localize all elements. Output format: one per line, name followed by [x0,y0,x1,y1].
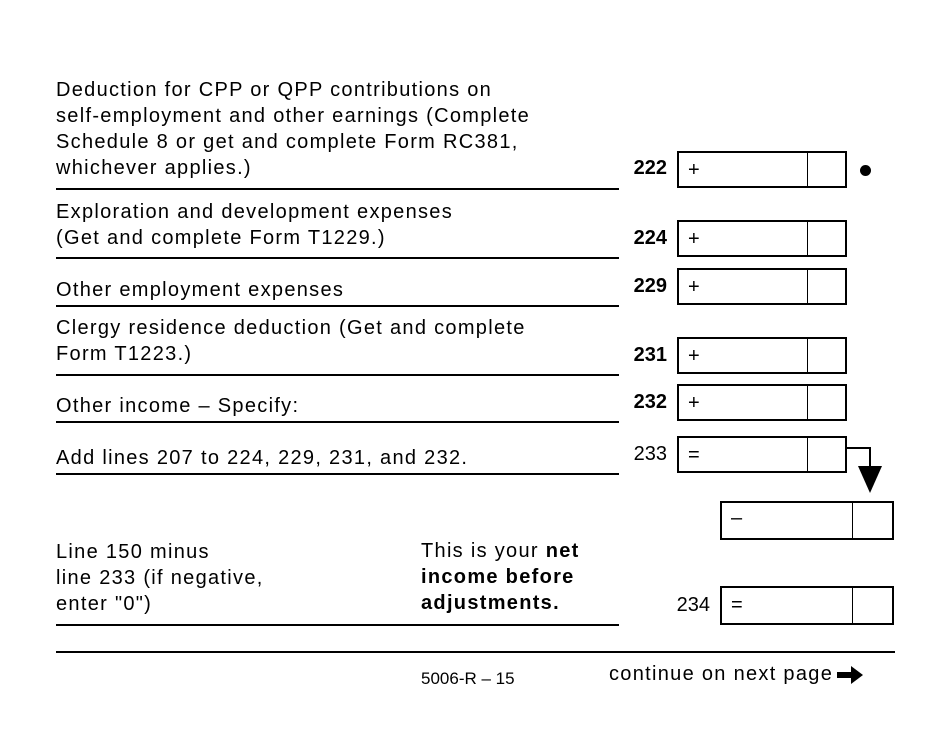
desc-line: (Get and complete Form T1229.) [56,227,386,249]
line-number-233: 233 [633,443,667,465]
line-233-total-field[interactable]: = [677,436,847,473]
plus-sign: + [688,276,700,298]
note-text: This is your [421,540,546,562]
note-bold-text: income before [421,566,575,588]
cents-divider [852,588,853,623]
cents-divider [807,222,808,255]
cents-divider [807,339,808,372]
cents-divider [807,386,808,419]
line-229-amount-field[interactable]: + [677,268,847,305]
desc-line: whichever applies.) [56,157,252,179]
desc-line: Other employment expenses [56,279,345,301]
line-number-229: 229 [633,275,667,297]
desc-line: Add lines 207 to 224, 229, 231, and 232. [56,447,469,469]
line-number-222: 222 [633,157,667,179]
desc-line: Schedule 8 or get and complete Form RC38… [56,131,519,153]
form-code: 5006-R – 15 [421,669,515,688]
desc-line: Clergy residence deduction (Get and comp… [56,317,526,339]
line-number-234: 234 [676,594,710,616]
minus-sign: – [731,507,743,529]
line-234-net-income-field[interactable]: = [720,586,894,625]
desc-line: Deduction for CPP or QPP contributions o… [56,79,493,101]
line-222-amount-field[interactable]: + [677,151,847,188]
line-number-231: 231 [633,344,667,366]
net-income-note: This is your net income before adjustmen… [421,538,580,616]
bullet-icon [860,165,871,176]
plus-sign: + [688,392,700,414]
line-231-description: Clergy residence deduction (Get and comp… [56,315,526,367]
divider [56,473,619,475]
line-number-224: 224 [633,227,667,249]
down-arrow-icon [846,447,882,493]
divider [56,188,619,190]
plus-sign: + [688,228,700,250]
continue-link[interactable]: continue on next page [609,663,865,686]
line-232-description: Other income – Specify: [56,393,299,419]
divider [56,257,619,259]
line-231-amount-field[interactable]: + [677,337,847,374]
continue-text: continue on next page [609,663,834,685]
divider [56,305,619,307]
cents-divider [852,503,853,538]
line-233-description: Add lines 207 to 224, 229, 231, and 232. [56,445,468,471]
note-bold-text: adjustments. [421,592,560,614]
footer-divider [56,651,895,653]
line-224-description: Exploration and development expenses (Ge… [56,199,453,251]
plus-sign: + [688,159,700,181]
divider [56,421,619,423]
line-229-description: Other employment expenses [56,277,344,303]
cents-divider [807,153,808,186]
cents-divider [807,270,808,303]
divider [56,624,619,626]
plus-sign: + [688,345,700,367]
desc-line: Other income – Specify: [56,395,300,417]
line-234-description: Line 150 minus line 233 (if negative, en… [56,539,264,617]
cents-divider [807,438,808,471]
equals-sign: = [688,444,700,466]
desc-line: line 233 (if negative, [56,567,264,589]
desc-line: Exploration and development expenses [56,201,454,223]
desc-line: Line 150 minus [56,541,210,563]
line-150-subtract-field[interactable]: – [720,501,894,540]
divider [56,374,619,376]
right-arrow-icon [837,665,864,684]
desc-line: self-employment and other earnings (Comp… [56,105,531,127]
line-224-amount-field[interactable]: + [677,220,847,257]
desc-line: Form T1223.) [56,343,193,365]
desc-line: enter "0") [56,593,153,615]
line-232-amount-field[interactable]: + [677,384,847,421]
line-222-description: Deduction for CPP or QPP contributions o… [56,77,530,181]
line-number-232: 232 [633,391,667,413]
equals-sign: = [731,594,743,616]
note-bold-text: net [545,540,580,562]
